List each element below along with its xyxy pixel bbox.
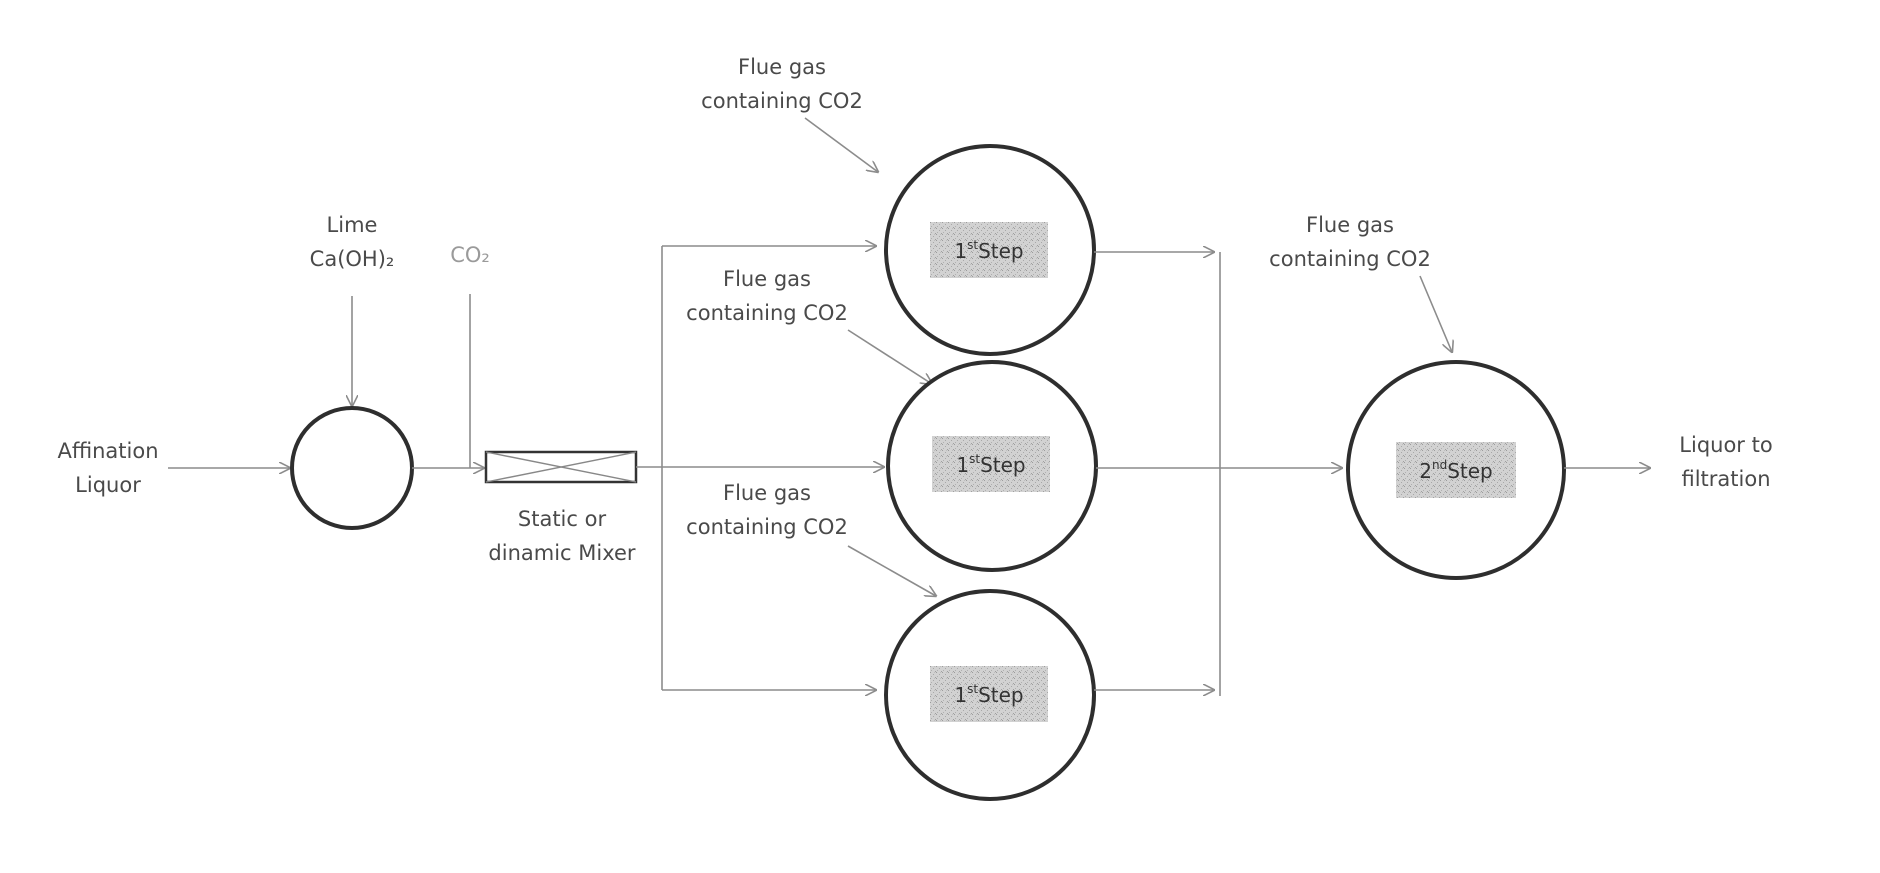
mixer-label-line1: Static or [518,507,607,531]
first-step-label-middle: 1stStep [956,452,1025,477]
flue-gas-label-top: Flue gas containing CO2 [701,55,863,113]
output-label-line1: Liquor to [1679,433,1772,457]
lime-label: Lime Ca(OH)₂ [310,213,395,271]
flue-gas-bottom-line1: Flue gas [723,481,811,505]
flue-gas-second-line1: Flue gas [1306,213,1394,237]
flue-gas-top-line2: containing CO2 [701,89,863,113]
lime-label-line1: Lime [327,213,378,237]
mixer-label-line2: dinamic Mixer [488,541,636,565]
lime-label-line2: Ca(OH)₂ [310,247,395,271]
flue-gas-label-second-step: Flue gas containing CO2 [1269,213,1431,271]
co2-label: CO₂ [450,243,490,267]
output-label-line2: filtration [1681,467,1770,491]
flue-gas-bottom-line2: containing CO2 [686,515,848,539]
mixer-label: Static or dinamic Mixer [488,507,636,565]
first-step-label-top: 1stStep [954,238,1023,263]
liquor-to-filtration-label: Liquor to filtration [1679,433,1772,491]
static-mixer [486,452,636,482]
flue-gas-top-line1: Flue gas [738,55,826,79]
flue-gas-second-step-arrow [1420,276,1452,352]
flue-gas-bottom-arrow [848,546,936,596]
second-step-reactor: 2ndStep [1348,362,1564,578]
first-step-label-bottom: 1stStep [954,682,1023,707]
affination-liquor-label: Affination Liquor [57,439,158,497]
first-step-reactor-top: 1stStep [886,146,1094,354]
second-step-label: 2ndStep [1419,458,1493,483]
flue-gas-middle-arrow [848,330,932,384]
flue-gas-middle-line1: Flue gas [723,267,811,291]
first-step-reactor-middle: 1stStep [888,362,1096,570]
flue-gas-label-bottom: Flue gas containing CO2 [686,481,848,539]
flue-gas-middle-line2: containing CO2 [686,301,848,325]
flue-gas-label-middle: Flue gas containing CO2 [686,267,848,325]
flue-gas-second-line2: containing CO2 [1269,247,1431,271]
lime-dosing-node [292,408,412,528]
affination-label-line1: Affination [57,439,158,463]
affination-label-line2: Liquor [75,473,141,497]
flue-gas-top-arrow [805,118,878,172]
first-step-reactor-bottom: 1stStep [886,591,1094,799]
